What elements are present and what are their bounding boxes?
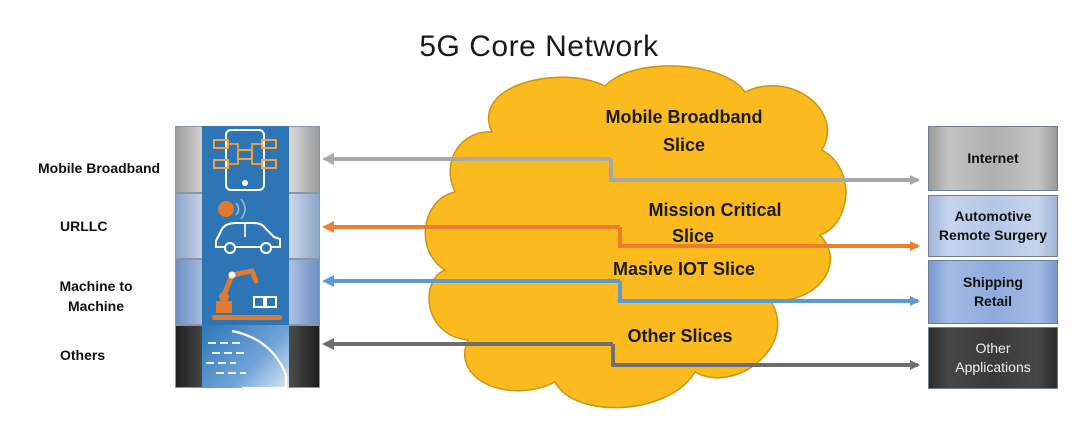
urllc-slice-arrow xyxy=(332,225,918,246)
others-slice-arrow xyxy=(332,342,918,365)
app-shipping-line2: Retail xyxy=(973,293,1013,309)
speed-lines-icon xyxy=(202,325,289,388)
robot-arm-icon xyxy=(202,259,289,325)
app-box-shipping: Shipping Retail xyxy=(928,260,1058,324)
core-network-cloud xyxy=(424,65,847,409)
app-box-other-applications: Other Applications xyxy=(928,327,1058,389)
m2m-arrow-left-head xyxy=(322,275,334,287)
m2m-slice-arrow xyxy=(332,279,918,301)
mobile-broadband-arrow-left-head xyxy=(322,153,334,165)
mobile-broadband-slice-arrow xyxy=(330,157,918,180)
slice-other-line1: Other Slices xyxy=(627,326,733,346)
slice-label-mission-critical: Mission Critical Slice xyxy=(630,197,800,249)
app-box-automotive: Automotive Remote Surgery xyxy=(928,195,1058,257)
m2m-label-text: Machine to Machine xyxy=(59,278,133,314)
smartphone-network-icon xyxy=(202,126,289,193)
app-automotive-line1: Automotive xyxy=(954,208,1032,224)
slice-mbb-line1: Mobile Broadband xyxy=(605,107,763,127)
page-title: 5G Core Network xyxy=(419,30,659,63)
app-internet-label: Internet xyxy=(967,150,1019,166)
urllc-arrow-left-head xyxy=(322,221,334,233)
slice-iot-line1: Masive IOT Slice xyxy=(612,259,756,279)
app-other-line1: Other xyxy=(975,340,1011,356)
others-arrow-left-head xyxy=(322,338,334,350)
slice-mc-line2: Slice xyxy=(671,226,715,246)
app-shipping-line1: Shipping xyxy=(963,274,1023,290)
connected-car-icon xyxy=(202,193,289,259)
app-box-internet: Internet xyxy=(928,126,1058,191)
use-case-label-mobile-broadband: Mobile Broadband xyxy=(38,160,161,176)
slice-mbb-line2: Slice xyxy=(662,135,706,155)
use-case-label-others: Others xyxy=(60,347,106,363)
slice-label-mobile-broadband: Mobile Broadband Slice xyxy=(584,104,784,158)
app-automotive-line2: Remote Surgery xyxy=(938,227,1048,243)
app-other-line2: Applications xyxy=(955,359,1031,375)
use-case-label-urllc: URLLC xyxy=(60,218,108,234)
use-case-label-machine-to-machine: Machine to Machine xyxy=(46,276,146,316)
slice-mc-line1: Mission Critical xyxy=(648,200,782,220)
slice-label-massive-iot: Masive IOT Slice xyxy=(598,256,770,282)
slice-label-other-slices: Other Slices xyxy=(605,323,755,349)
